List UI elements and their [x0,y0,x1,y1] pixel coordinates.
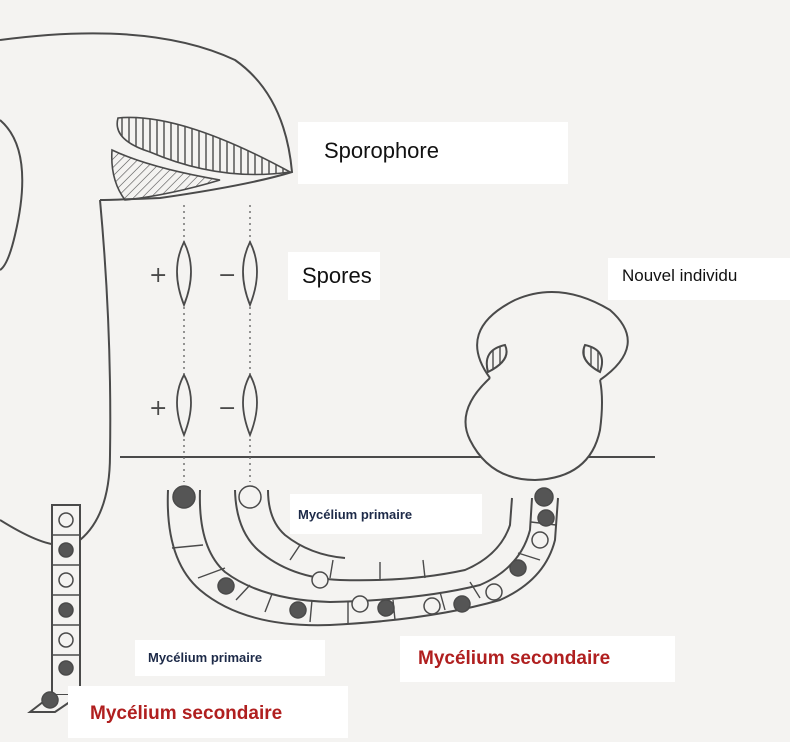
plus-sign: + [149,263,167,288]
spores [177,242,257,435]
mycelium-primaire-label: Mycélium primaire [298,507,412,522]
spore-plus-top [177,242,191,305]
mycelium-secondaire-label-2: Mycélium secondaire [90,703,282,725]
spore-plus-bottom [177,375,191,435]
mycelium-primaire-label-2: Mycélium primaire [148,650,262,665]
minus-sign: − [218,396,236,421]
plus-sign: + [149,396,167,421]
spore-signs: + − + − [149,263,236,421]
spores-label: Spores [302,263,372,289]
nouvel-individu-label: Nouvel individu [622,266,737,286]
spore-minus-top [243,242,257,305]
mycelium-secondaire-label: Mycélium secondaire [418,648,610,670]
minus-sign: − [218,263,236,288]
spore-minus-bottom [243,375,257,435]
left-secondary-hypha [30,505,80,712]
nouvel-individu-fungus [466,292,628,480]
sporophore-label: Sporophore [324,138,439,164]
sporophore-gills [112,117,290,200]
spore-drop-lines [184,205,250,482]
